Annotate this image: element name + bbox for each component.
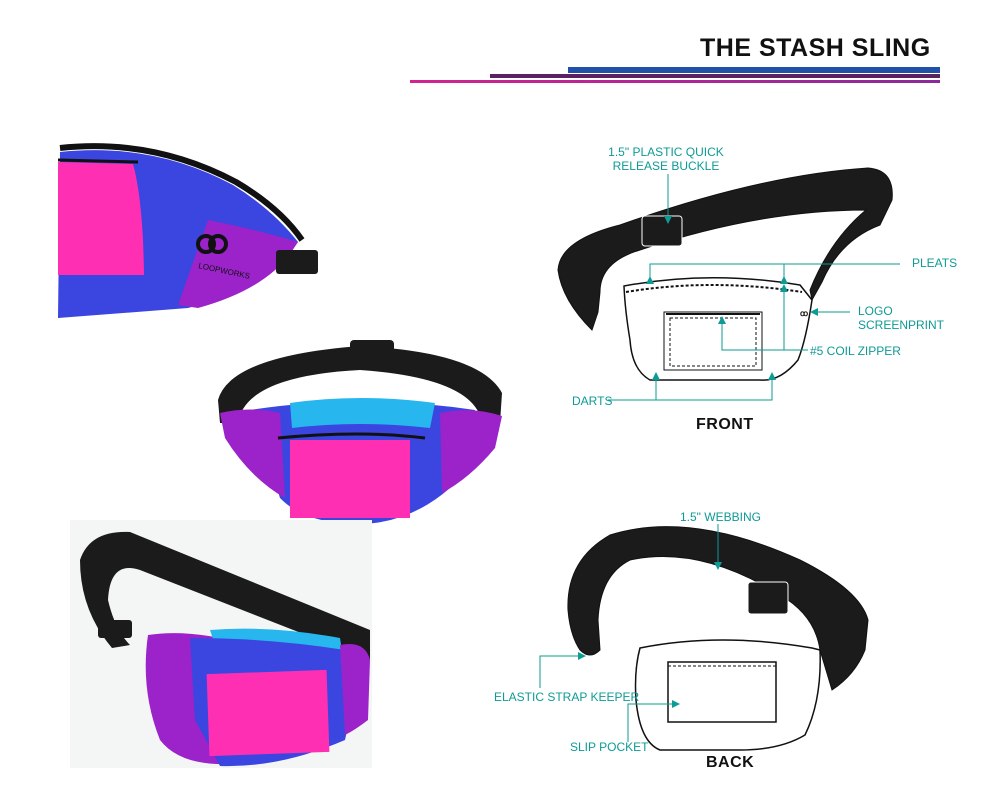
logo-mark xyxy=(196,234,228,254)
header-blue-bar xyxy=(568,67,940,73)
callout-slip-pocket: SLIP POCKET xyxy=(570,740,649,754)
angled-product-photo xyxy=(70,520,372,768)
callout-logo-line2: SCREENPRINT xyxy=(858,318,945,332)
callout-strap-keeper: ELASTIC STRAP KEEPER xyxy=(494,690,640,704)
back-view-label: BACK xyxy=(706,754,755,771)
svg-text:ꝏ: ꝏ xyxy=(800,309,808,318)
strap-buckle-shape xyxy=(276,250,318,274)
callout-buckle-line1: 1.5" PLASTIC QUICK xyxy=(608,145,724,159)
closeup-logo-photo: LOOPWORKS xyxy=(58,140,318,318)
front-view-label: FRONT xyxy=(696,416,754,433)
front-flat-sketch: ꝏ xyxy=(557,167,893,381)
header-purple-bar xyxy=(490,74,940,78)
front-product-photo xyxy=(210,338,510,528)
callout-logo: LOGO SCREENPRINT xyxy=(858,304,944,332)
callout-webbing: 1.5" WEBBING xyxy=(680,510,761,524)
callout-zipper: #5 COIL ZIPPER xyxy=(810,344,901,358)
callout-pleats: PLEATS xyxy=(912,256,958,270)
back-flat-sketch xyxy=(567,526,869,751)
page-title: THE STASH SLING xyxy=(700,34,931,62)
callout-logo-line1: LOGO xyxy=(858,304,893,318)
callout-darts: DARTS xyxy=(572,394,613,408)
callout-buckle: 1.5" PLASTIC QUICK RELEASE BUCKLE xyxy=(606,145,726,173)
callout-buckle-line2: RELEASE BUCKLE xyxy=(612,159,720,173)
header-magenta-bar xyxy=(410,80,940,83)
